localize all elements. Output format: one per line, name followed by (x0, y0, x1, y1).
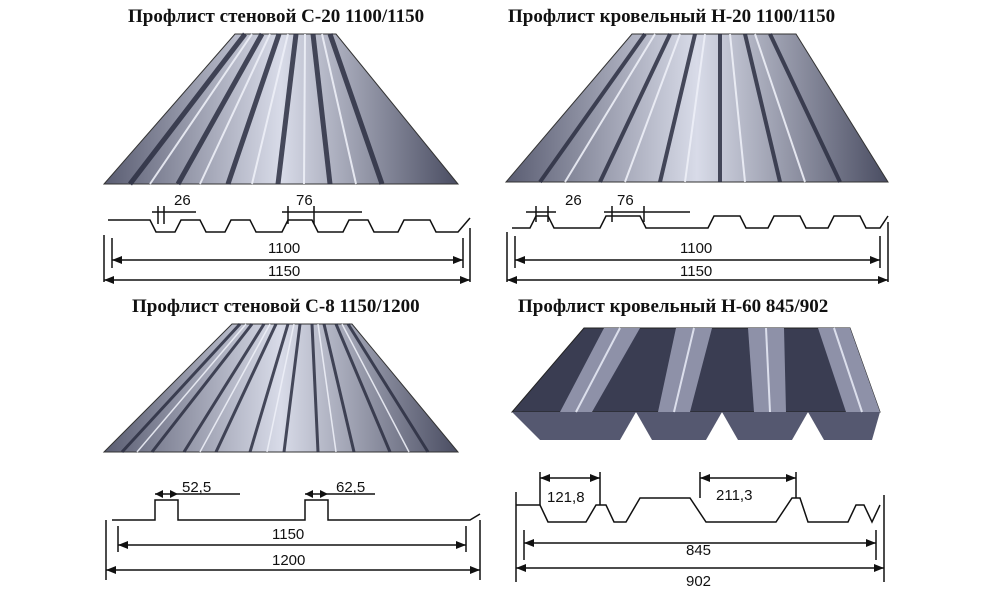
h60-width-inner: 845 (686, 542, 711, 559)
h20-dim-b: 76 (617, 192, 634, 209)
c20-profile-drawing (103, 206, 471, 282)
panel-title: Профлист кровельный Н-60 845/902 (518, 296, 829, 317)
h60-width-outer: 902 (686, 573, 711, 590)
panel-title: Профлист стеновой С-8 1150/1200 (132, 296, 420, 317)
h20-profile-drawing (506, 206, 889, 282)
c20-sheet-image (102, 32, 460, 186)
h60-dim-b: 211,3 (716, 487, 752, 504)
c20-width-inner: 1100 (268, 240, 300, 257)
c8-width-outer: 1200 (272, 552, 305, 569)
c20-width-outer: 1150 (268, 263, 300, 280)
h20-width-outer: 1150 (680, 263, 712, 280)
h60-sheet-image (510, 327, 881, 440)
c8-dim-a: 52,5 (182, 479, 211, 496)
c8-dim-b: 62,5 (336, 479, 365, 496)
c8-width-inner: 1150 (272, 526, 304, 543)
panel-title: Профлист кровельный Н-20 1100/1150 (508, 6, 836, 27)
h20-width-inner: 1100 (680, 240, 712, 257)
c8-sheet-image (102, 322, 460, 454)
c20-dim-a: 26 (174, 192, 191, 209)
panel-title: Профлист стеновой С-20 1100/1150 (128, 6, 425, 27)
h20-dim-a: 26 (565, 192, 582, 209)
c20-dim-b: 76 (296, 192, 313, 209)
h60-dim-a: 121,8 (547, 489, 585, 506)
h20-sheet-image (504, 32, 889, 184)
